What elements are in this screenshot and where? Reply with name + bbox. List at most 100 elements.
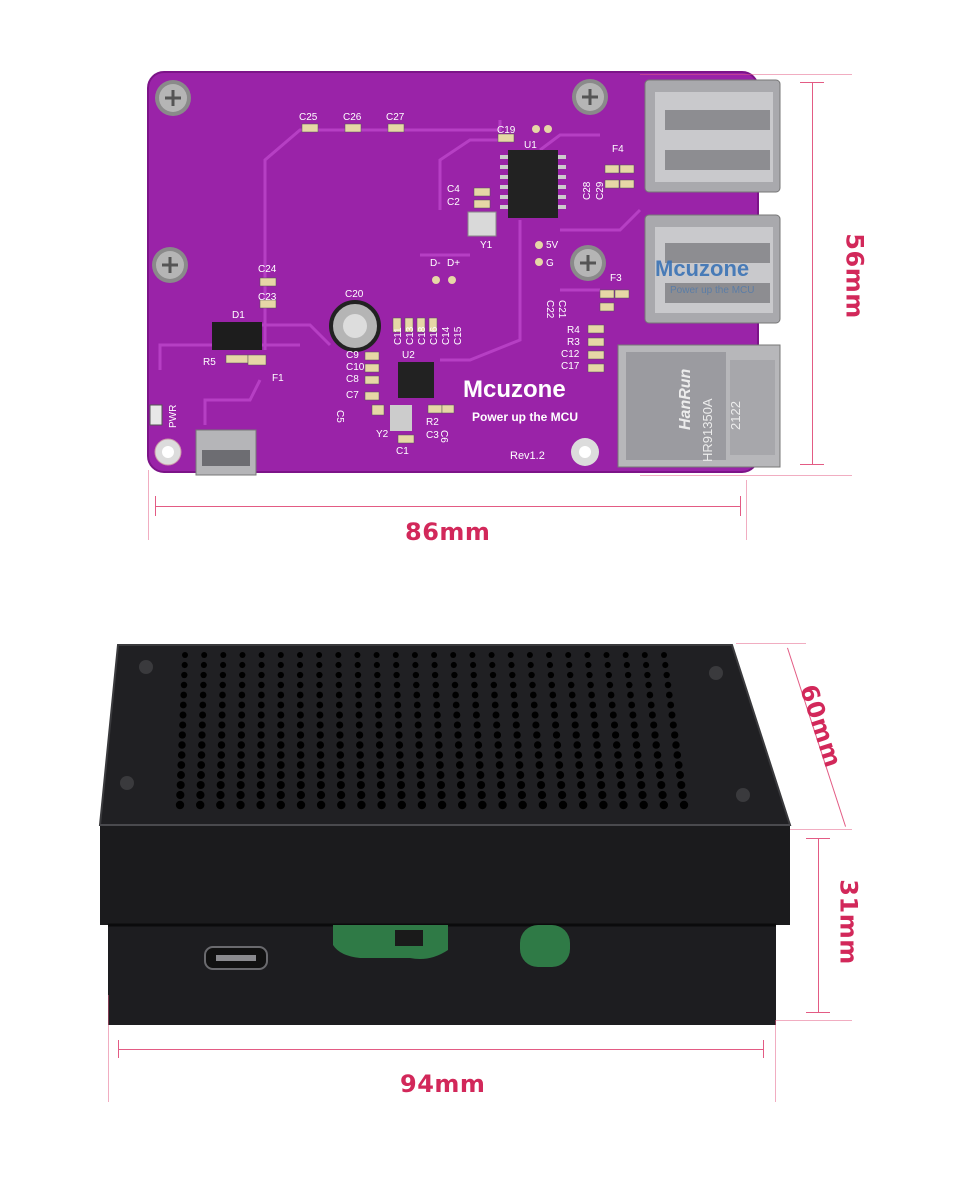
vent-hole: [612, 741, 621, 749]
vent-hole: [258, 661, 265, 669]
vent-hole: [569, 701, 577, 709]
vent-hole: [493, 721, 501, 729]
silk-c25: C25: [299, 112, 318, 123]
vent-hole: [517, 790, 527, 800]
vent-hole: [610, 721, 619, 729]
vent-hole: [531, 711, 539, 719]
vent-hole: [450, 652, 457, 658]
dim-tick: [800, 464, 824, 465]
vent-hole: [316, 731, 324, 739]
vent-hole: [237, 731, 246, 739]
mounting-screw: [155, 80, 191, 116]
vent-hole: [630, 721, 638, 729]
vent-hole: [654, 761, 663, 769]
silk-dplus: D+: [447, 258, 460, 269]
vent-hole: [596, 771, 605, 779]
vent-hole: [219, 691, 226, 699]
vent-hole: [198, 721, 206, 729]
vent-hole: [470, 661, 477, 669]
ic-u2: [398, 362, 434, 398]
dim-ext-line: [640, 475, 852, 476]
silk-r4: R4: [567, 325, 580, 336]
vent-hole: [435, 741, 443, 749]
vent-hole: [534, 751, 543, 759]
vent-hole: [495, 761, 504, 769]
vent-hole: [437, 800, 447, 810]
vent-hole: [436, 780, 446, 790]
vent-hole: [469, 652, 476, 658]
vent-hole: [237, 741, 246, 749]
silk-c27: C27: [386, 112, 405, 123]
vent-hole: [236, 790, 245, 800]
vent-hole: [538, 800, 548, 810]
vent-hole: [376, 771, 385, 779]
vent-hole: [553, 741, 562, 749]
crystal-y2: [390, 405, 412, 431]
vent-hole: [218, 701, 226, 709]
vent-hole: [546, 652, 552, 658]
silk-c2: C2: [447, 197, 460, 208]
vent-hole: [220, 661, 227, 669]
vent-hole: [175, 800, 185, 810]
vent-hole: [549, 691, 557, 699]
vent-hole: [258, 652, 265, 658]
vent-hole: [375, 711, 383, 719]
vent-hole: [507, 652, 514, 658]
vent-hole: [584, 652, 591, 658]
vent-hole: [436, 771, 445, 779]
vent-hole: [180, 681, 188, 689]
vent-hole: [296, 721, 304, 729]
silk-c14: C14: [441, 326, 452, 345]
usb-port: [644, 214, 781, 324]
vent-hole: [627, 691, 634, 699]
silk-c17: C17: [561, 361, 580, 372]
vent-hole: [676, 771, 684, 779]
vent-hole: [179, 701, 187, 709]
dim-pcb-width: 86mm: [405, 518, 491, 546]
vent-hole: [494, 741, 502, 749]
vent-hole: [491, 691, 498, 699]
vent-hole: [178, 731, 186, 739]
vent-hole: [357, 790, 366, 800]
led-pwr: [149, 404, 163, 426]
vent-hole: [646, 691, 654, 699]
vent-hole: [257, 721, 265, 729]
vent-hole: [276, 800, 285, 810]
vent-hole: [356, 751, 364, 759]
vent-hole: [277, 721, 285, 729]
vent-hole: [659, 800, 668, 810]
vent-hole: [239, 652, 246, 658]
vent-hole: [393, 671, 400, 679]
vent-hole: [554, 751, 563, 759]
silk-r3: R3: [567, 337, 580, 348]
vent-hole: [516, 771, 525, 779]
vent-hole: [644, 671, 651, 679]
vent-hole: [591, 721, 599, 729]
vent-hole: [219, 671, 227, 679]
vent-hole: [217, 741, 226, 749]
vent-hole: [643, 661, 650, 669]
vent-hole: [258, 681, 265, 689]
vent-hole: [414, 721, 422, 729]
vent-hole: [589, 701, 597, 709]
vent-hole: [336, 741, 344, 749]
vent-hole: [567, 681, 575, 689]
vent-hole: [433, 711, 441, 719]
mounting-screw: [152, 247, 188, 283]
vent-hole: [669, 721, 677, 729]
silk-c23: C23: [258, 292, 277, 303]
vent-hole: [336, 721, 344, 729]
vent-hole: [397, 790, 406, 800]
vent-hole: [220, 652, 227, 658]
vent-hole: [177, 751, 186, 759]
vent-hole: [256, 790, 265, 800]
vent-hole: [396, 780, 406, 790]
vent-hole: [397, 800, 406, 810]
vent-hole: [316, 790, 326, 800]
silk-f3: F3: [610, 273, 622, 284]
vent-hole: [578, 790, 587, 800]
silk-c1: C1: [396, 446, 409, 457]
vent-hole: [472, 701, 480, 709]
vent-hole: [673, 751, 682, 759]
silk-r2: R2: [426, 417, 439, 428]
